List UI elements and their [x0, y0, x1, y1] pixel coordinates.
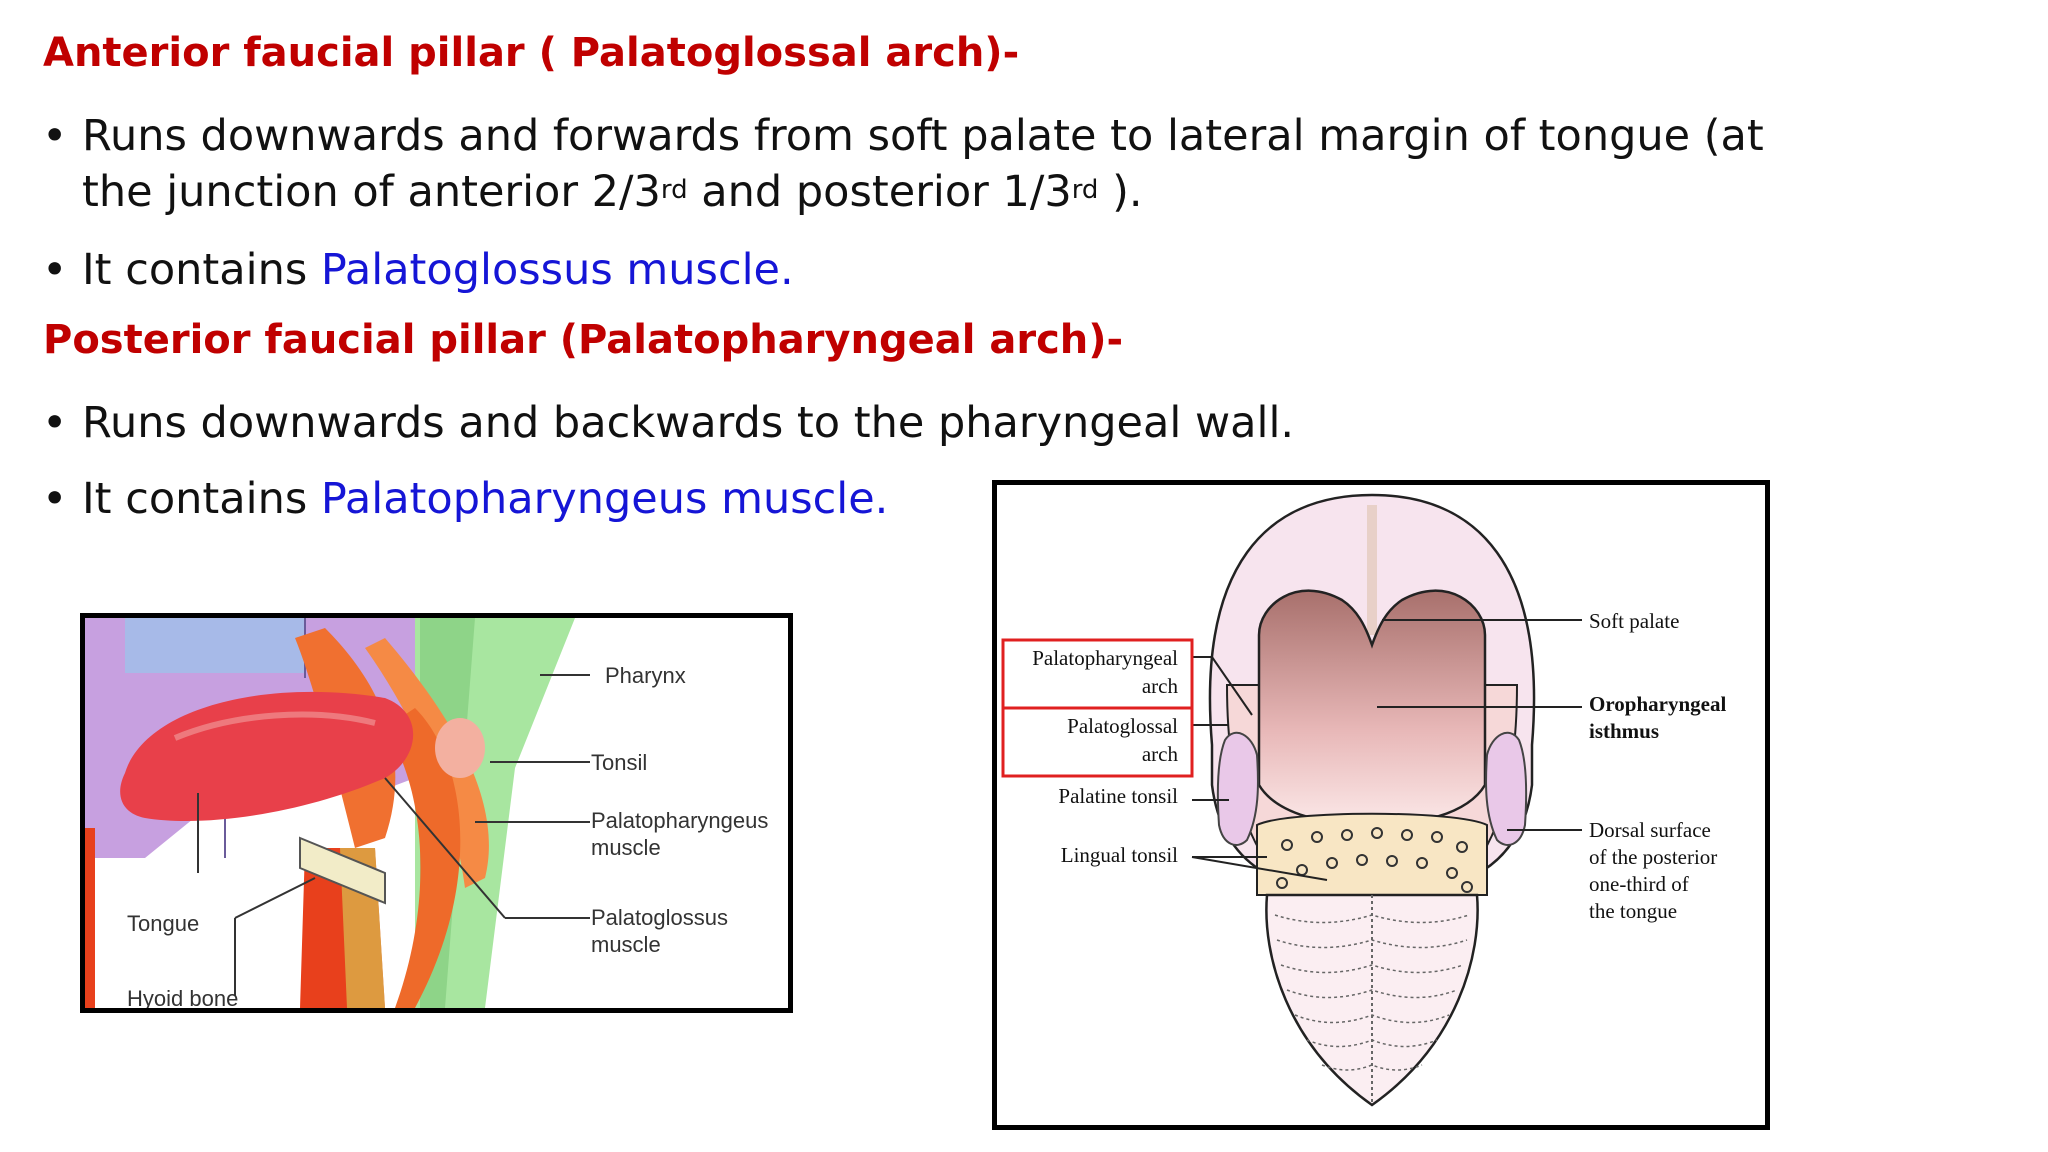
oral-view-illustration: Soft palate Oropharyngeal isthmus Palato… [997, 485, 1765, 1125]
label-palatoglossus-muscle: Palatoglossus [591, 905, 728, 930]
figure-oral-view: Soft palate Oropharyngeal isthmus Palato… [992, 480, 1770, 1130]
label-palatine-tonsil: Palatine tonsil [1058, 784, 1178, 808]
label-hyoid-bone: Hyoid bone [127, 986, 238, 1008]
label-lingual-tonsil: Lingual tonsil [1061, 843, 1178, 867]
label-dorsal-surface-3: one-third of [1589, 872, 1689, 896]
superscript: rd [660, 175, 688, 205]
heading-posterior-pillar: Posterior faucial pillar (Palatopharynge… [43, 317, 1124, 363]
superscript: rd [1071, 175, 1099, 205]
label-soft-palate: Soft palate [1589, 609, 1679, 633]
heading-anterior-pillar: Anterior faucial pillar ( Palatoglossal … [43, 30, 1020, 76]
bullet-line: the junction of anterior 2/3rd and poste… [82, 167, 1143, 217]
bullet-dot: • [42, 111, 68, 161]
highlight-palatopharyngeus: Palatopharyngeus muscle. [320, 474, 889, 524]
label-palatopharyngeal-arch: Palatopharyngeal [1032, 646, 1178, 670]
label-dorsal-surface-2: of the posterior [1589, 845, 1717, 869]
label-palatopharyngeus-muscle: Palatopharyngeus [591, 808, 768, 833]
label-palatoglossus-muscle-2: muscle [591, 932, 661, 957]
label-dorsal-surface-4: the tongue [1589, 899, 1677, 923]
label-pharynx: Pharynx [605, 663, 686, 688]
label-palatopharyngeal-arch-2: arch [1142, 674, 1179, 698]
figure-lateral-view: Pharynx Tonsil Palatopharyngeus muscle P… [80, 613, 793, 1013]
label-palatoglossal-arch: Palatoglossal [1067, 714, 1178, 738]
highlight-palatoglossus: Palatoglossus muscle. [320, 245, 794, 295]
label-dorsal-surface: Dorsal surface [1589, 818, 1711, 842]
label-palatopharyngeus-muscle-2: muscle [591, 835, 661, 860]
label-oropharyngeal-isthmus: Oropharyngeal [1589, 692, 1726, 716]
bullet-dot: • [42, 245, 68, 295]
label-oropharyngeal-isthmus-2: isthmus [1589, 719, 1659, 743]
bullet-line: Runs downwards and forwards from soft pa… [82, 111, 1764, 161]
lateral-view-illustration: Pharynx Tonsil Palatopharyngeus muscle P… [85, 618, 788, 1008]
label-tongue: Tongue [127, 911, 199, 936]
label-tonsil: Tonsil [591, 750, 647, 775]
bullet-dot: • [42, 398, 68, 448]
bullet-dot: • [42, 474, 68, 524]
highlight-box-palatoglossal [1001, 706, 1194, 778]
label-palatoglossal-arch-2: arch [1142, 742, 1179, 766]
